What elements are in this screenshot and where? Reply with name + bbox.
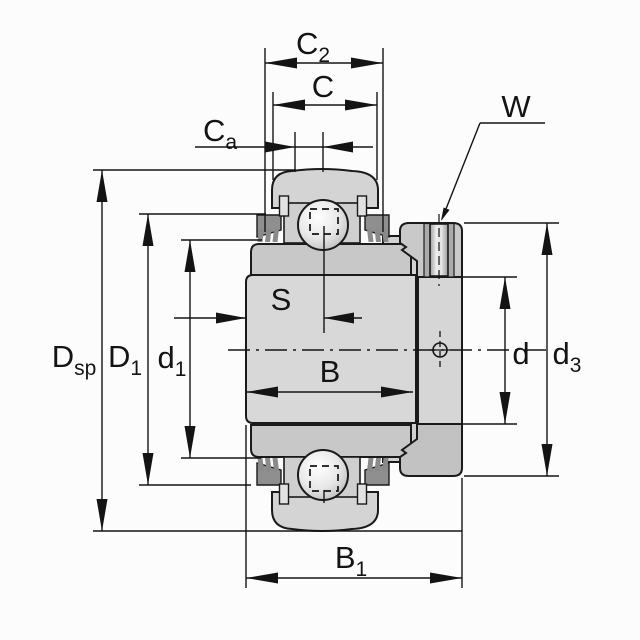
arrowhead-b-left [246, 386, 278, 398]
inner-ring [245, 274, 417, 424]
arrowhead-c2-right [351, 57, 383, 69]
dim-label-s: S [271, 282, 292, 317]
arrowhead-d1outer-bottom [142, 453, 154, 485]
arrowhead-ca-right [323, 141, 353, 153]
axis-lines [228, 226, 550, 503]
dim-label-d: d [512, 336, 529, 371]
arrowhead-s-left [216, 312, 246, 324]
arrowhead-ca-left [265, 141, 295, 153]
dim-label-dsp: Dsp [52, 339, 97, 380]
seal-post-lower-right [356, 483, 368, 505]
dim-label-c: C [312, 69, 334, 104]
dim-label-c2: C2 [296, 26, 330, 67]
arrowhead-s-right [324, 312, 354, 324]
leader-line-w [441, 122, 481, 220]
arrowhead-dsp-bottom [96, 499, 108, 531]
arrowhead-d3-bottom [541, 444, 553, 476]
arrowhead-w [441, 207, 450, 221]
arrowhead-d1outer-top [142, 214, 154, 246]
dim-label-b1: B1 [335, 540, 367, 581]
dim-label-w: W [501, 89, 531, 124]
seal-lips-lower-right [367, 458, 389, 471]
arrowhead-b-right [381, 386, 413, 398]
ball-upper [297, 199, 349, 251]
arrowhead-dsp-top [96, 170, 108, 202]
arrowhead-d3-top [541, 223, 553, 255]
dim-label-d3: d3 [553, 336, 582, 377]
arrowhead-d1inner-top [184, 240, 196, 272]
dimension-graphics [93, 48, 559, 588]
arrowhead-d-top [499, 277, 511, 309]
seal-post-upper-right [356, 195, 368, 217]
lower-bearing-section [256, 449, 390, 505]
arrowhead-d-bottom [499, 392, 511, 424]
arrowhead-b1-right [430, 572, 462, 584]
dimension-labels: C2 C Ca W S B B1 Dsp D1 d1 d d3 [52, 26, 582, 581]
dim-label-b: B [320, 354, 341, 389]
dim-label-d1-outer: D1 [108, 339, 142, 380]
seal-lips-lower-left [257, 458, 279, 471]
seal-post-lower-left [278, 483, 290, 505]
ball-lower [297, 449, 349, 501]
arrowhead-c-left [273, 99, 305, 111]
bearing-body [245, 168, 463, 532]
seal-lips-upper-right [367, 229, 389, 242]
seal-lips-upper-left [257, 229, 279, 242]
arrowhead-c2-left [265, 57, 297, 69]
dim-label-d1-inner: d1 [158, 340, 187, 381]
seal-post-upper-left [278, 195, 290, 217]
arrowhead-c-right [345, 99, 377, 111]
arrowhead-d1inner-bottom [184, 426, 196, 458]
dim-label-ca: Ca [203, 113, 237, 154]
collar-lower-block [399, 423, 463, 477]
arrowhead-b1-left [246, 572, 278, 584]
outer-ring-sphere-top [271, 168, 379, 209]
